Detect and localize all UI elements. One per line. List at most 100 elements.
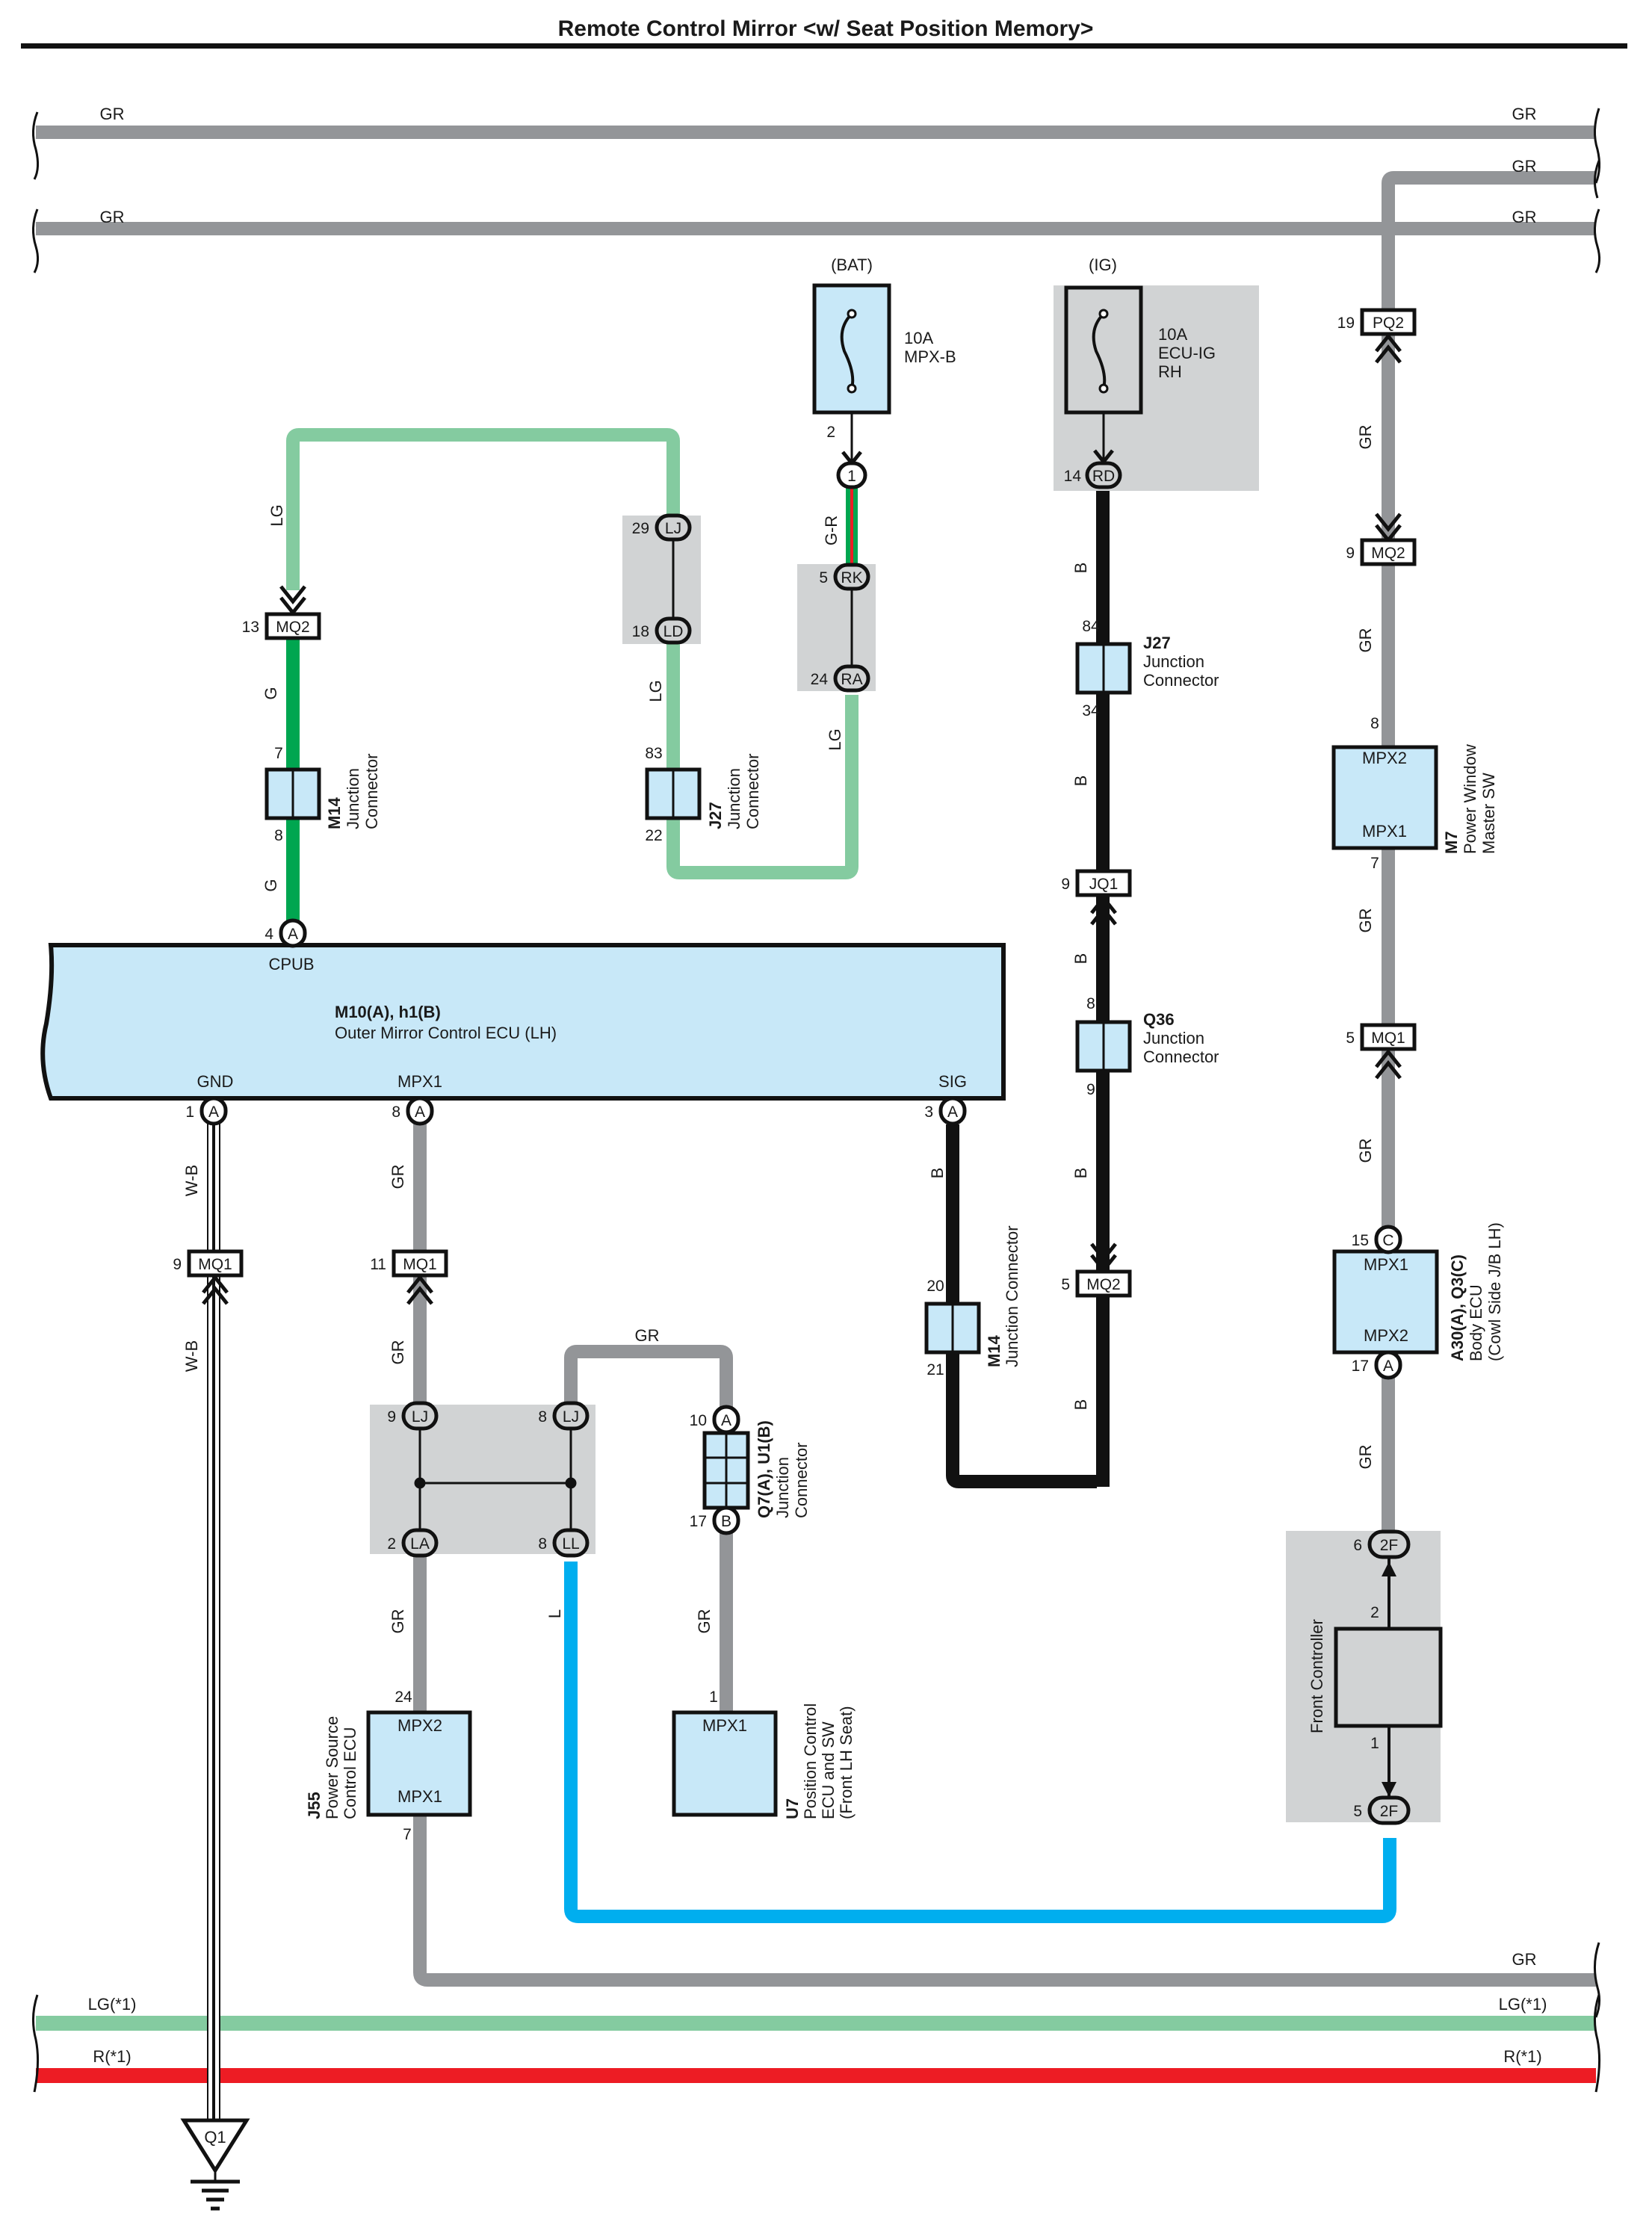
svg-text:24: 24	[395, 1689, 412, 1706]
junction-j27-right: 84 34 J27 Junction Connector	[1075, 618, 1219, 719]
bus-lg: LG(*1) LG(*1)	[36, 1995, 1596, 2031]
svg-text:G-R: G-R	[822, 516, 841, 545]
connector-mq2-5: MQ2 5	[1061, 1242, 1132, 1298]
connector-mq1-9: MQ1 9	[173, 1249, 244, 1305]
svg-text:MQ2: MQ2	[276, 619, 310, 636]
break-marks	[32, 108, 1601, 2093]
svg-text:Body ECU: Body ECU	[1467, 1284, 1485, 1361]
svg-text:Outer Mirror Control ECU (LH): Outer Mirror Control ECU (LH)	[335, 1024, 557, 1042]
svg-text:8: 8	[392, 1104, 400, 1121]
svg-text:1: 1	[847, 468, 856, 485]
svg-text:17: 17	[1352, 1358, 1369, 1375]
svg-text:83: 83	[645, 745, 662, 762]
svg-text:RH: RH	[1158, 362, 1182, 381]
svg-text:B: B	[1071, 776, 1090, 787]
svg-text:GR: GR	[100, 208, 125, 226]
svg-text:9: 9	[173, 1256, 182, 1273]
svg-text:B: B	[1071, 1168, 1090, 1179]
svg-text:GR: GR	[389, 1165, 407, 1189]
svg-text:B: B	[721, 1513, 731, 1530]
svg-text:GR: GR	[1356, 1139, 1375, 1163]
svg-text:17: 17	[690, 1513, 707, 1530]
svg-text:2: 2	[1370, 1604, 1379, 1621]
svg-text:2F: 2F	[1380, 1537, 1399, 1554]
connector-ld-18: LD 18	[632, 616, 692, 645]
junction-q36: 8 9 Q36 Junction Connector	[1075, 995, 1219, 1098]
connector-2f-6: 2F 6	[1353, 1529, 1411, 1559]
svg-text:Q1: Q1	[204, 2128, 226, 2147]
svg-text:LJ: LJ	[412, 1408, 428, 1426]
svg-text:GR: GR	[1356, 1445, 1375, 1470]
svg-text:34: 34	[1082, 702, 1100, 719]
connector-body-c-15: C 15	[1352, 1225, 1402, 1254]
svg-text:GND: GND	[197, 1072, 234, 1091]
bus-gr-2: GR	[1382, 157, 1596, 310]
svg-text:MPX1: MPX1	[702, 1716, 747, 1735]
svg-text:10: 10	[690, 1412, 707, 1429]
component-outer-mirror-control-ecu[interactable]: CPUB M10(A), h1(B) Outer Mirror Control …	[40, 943, 1006, 1101]
svg-text:MPX2: MPX2	[1364, 1326, 1408, 1345]
svg-text:8: 8	[538, 1408, 547, 1426]
svg-text:20: 20	[926, 1278, 944, 1295]
connector-jq1-9: JQ1 9	[1061, 869, 1132, 926]
svg-text:9: 9	[1086, 1081, 1095, 1098]
component-m7-power-window-master-sw[interactable]: MPX2 MPX1 8 7 M7 Power Window Master SW	[1331, 715, 1498, 872]
svg-text:M14: M14	[325, 796, 344, 829]
svg-text:MQ2: MQ2	[1086, 1276, 1121, 1293]
svg-text:13: 13	[242, 619, 259, 636]
svg-text:B: B	[1071, 1399, 1090, 1411]
svg-text:M14: M14	[985, 1334, 1003, 1367]
svg-text:Control ECU: Control ECU	[341, 1727, 359, 1819]
svg-text:GR: GR	[389, 1609, 407, 1634]
svg-text:PQ2: PQ2	[1373, 315, 1404, 332]
wire-gr-q7	[564, 1345, 733, 1412]
component-u7-position-control-ecu[interactable]: MPX1 1 U7 Position Control ECU and SW (F…	[672, 1689, 856, 1819]
connector-ecu-cpub: A 4	[264, 918, 307, 948]
svg-text:11: 11	[370, 1256, 386, 1273]
svg-text:7: 7	[274, 745, 283, 762]
wire-lg-lower	[666, 643, 859, 879]
svg-text:GR: GR	[1512, 208, 1537, 226]
junction-internal-links	[414, 1430, 577, 1529]
wire-l	[564, 1562, 1396, 1923]
connector-la-2: LA 2	[387, 1528, 439, 1558]
svg-text:Connector: Connector	[792, 1442, 811, 1518]
svg-text:Q7(A), U1(B): Q7(A), U1(B)	[755, 1420, 773, 1518]
svg-text:9: 9	[387, 1408, 396, 1426]
svg-text:Connector: Connector	[1143, 671, 1219, 690]
junction-m14-lower: 20 21 M14 Junction Connector	[924, 1225, 1021, 1378]
svg-text:Junction Connector: Junction Connector	[1003, 1225, 1021, 1367]
svg-text:Front Controller: Front Controller	[1308, 1619, 1326, 1733]
svg-text:GR: GR	[695, 1609, 714, 1634]
svg-text:B: B	[1071, 563, 1090, 574]
svg-text:1: 1	[185, 1104, 194, 1121]
svg-text:LG: LG	[267, 504, 286, 526]
component-front-controller[interactable]: 2 1 Front Controller	[1308, 1604, 1443, 1752]
svg-text:MQ1: MQ1	[1371, 1030, 1405, 1047]
svg-text:W-B: W-B	[182, 1165, 201, 1196]
svg-text:Connector: Connector	[743, 753, 762, 829]
connector-body-a-17: A 17	[1352, 1350, 1402, 1380]
svg-text:MPX1: MPX1	[1362, 822, 1407, 841]
svg-text:MPX1: MPX1	[1364, 1255, 1408, 1274]
junction-m14-upper: 7 8 M14 Junction Connector	[264, 745, 381, 844]
svg-text:1: 1	[709, 1689, 718, 1706]
connector-ra: RA 24	[811, 664, 870, 693]
bus-gr-3: GR GR	[36, 208, 1596, 235]
svg-text:GR: GR	[1512, 1950, 1537, 1969]
svg-text:J55: J55	[305, 1792, 324, 1819]
fuse-mpx-b: (BAT) 10A MPX-B 2	[812, 256, 956, 467]
component-j55-power-source-control-ecu[interactable]: MPX2 MPX1 24 7 J55 Power Source Control …	[305, 1689, 472, 1843]
fuse-ecu-ig-rh: (IG) 10A ECU-IG RH	[1064, 256, 1216, 465]
svg-text:B: B	[928, 1168, 947, 1179]
svg-text:(IG): (IG)	[1089, 256, 1117, 274]
title-rule	[21, 43, 1627, 49]
svg-text:L: L	[545, 1609, 564, 1618]
svg-text:(Front LH Seat): (Front LH Seat)	[837, 1706, 856, 1819]
wire-b-sig	[946, 1124, 1097, 1488]
component-body-ecu[interactable]: MPX1 MPX2 A30(A), Q3(C) Body ECU (Cowl S…	[1332, 1222, 1504, 1361]
svg-text:22: 22	[645, 827, 662, 844]
svg-text:LG(*1): LG(*1)	[1499, 1995, 1547, 2014]
connector-mq2-13: MQ2 13	[242, 585, 321, 640]
svg-text:21: 21	[926, 1361, 944, 1378]
